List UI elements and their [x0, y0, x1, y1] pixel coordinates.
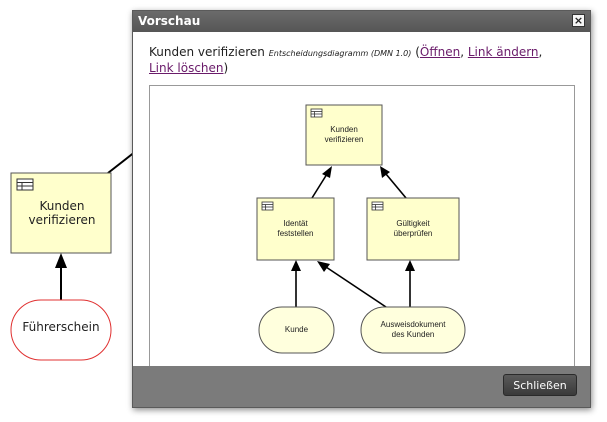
preview-label-ausweis-line2: des Kunden: [391, 330, 435, 339]
background-input-label: Führerschein: [22, 320, 100, 334]
preview-label-kunde: Kunde: [284, 325, 309, 334]
background-decision-label-line2: verifizieren: [28, 213, 96, 227]
close-paren: ): [223, 61, 229, 75]
preview-diagram: [256, 104, 466, 354]
change-link[interactable]: Link ändern: [467, 45, 539, 59]
preview-label-identitaet-line1: Identät: [283, 219, 308, 228]
preview-label-kunden-line1: Kunden: [330, 125, 358, 134]
preview-label-gueltigkeit-line2: überprüfen: [393, 229, 433, 238]
preview-arrow-ausweis-to-identity: [325, 266, 387, 308]
preview-label-gueltigkeit: Gültigkeit überprüfen: [367, 219, 459, 239]
separator-2: ,: [538, 45, 543, 59]
preview-label-kunden-line2: verifizieren: [324, 135, 364, 144]
close-icon[interactable]: ×: [572, 14, 585, 27]
preview-label-ausweis-line1: Ausweisdokument: [380, 320, 446, 329]
diagram-type: Entscheidungsdiagramm (DMN 1.0): [268, 49, 412, 58]
preview-arrow-gueltigkeit-to-kunden: [385, 173, 407, 199]
preview-label-kunden: Kunden verifizieren: [306, 125, 382, 145]
preview-input-ausweis[interactable]: [360, 306, 466, 354]
background-decision-label-line1: Kunden: [39, 199, 85, 213]
preview-label-ausweis: Ausweisdokument des Kunden: [361, 320, 465, 340]
arrowhead-icon: [322, 166, 332, 178]
preview-label-identitaet-line2: feststellen: [277, 229, 314, 238]
open-paren: (: [415, 45, 420, 59]
background-decision-label: Kunden verifizieren: [12, 199, 112, 227]
separator-1: ,: [460, 45, 468, 59]
arrowhead-icon: [317, 261, 330, 272]
preview-dialog: Vorschau × Kunden verifizieren Entscheid…: [132, 10, 591, 408]
dialog-footer: Schließen: [133, 366, 590, 407]
arrowhead-icon: [380, 166, 390, 178]
element-name: Kunden verifizieren: [149, 45, 265, 59]
preview-input-kunde[interactable]: [258, 306, 335, 354]
preview-label-identitaet: Identät feststellen: [257, 219, 334, 239]
background-input-box[interactable]: [10, 299, 112, 361]
table-icon: [310, 108, 323, 118]
dialog-titlebar[interactable]: Vorschau ×: [133, 11, 590, 32]
arrowhead-icon: [291, 260, 301, 271]
preview-arrow-identity-to-kunden: [311, 173, 328, 199]
table-icon: [261, 201, 274, 211]
table-icon: [16, 178, 34, 191]
arrowhead-icon: [405, 260, 415, 271]
table-icon: [371, 201, 384, 211]
link-description: Kunden verifizieren Entscheidungsdiagram…: [149, 45, 569, 75]
close-button[interactable]: Schließen: [503, 374, 577, 396]
dialog-title: Vorschau: [138, 14, 201, 28]
preview-label-gueltigkeit-line1: Gültigkeit: [396, 219, 430, 228]
arrowhead-icon: [55, 253, 67, 268]
open-link[interactable]: Öffnen: [419, 45, 461, 59]
preview-frame: Kunden verifizieren Identät feststellen …: [149, 85, 575, 367]
delete-link[interactable]: Link löschen: [149, 61, 224, 75]
